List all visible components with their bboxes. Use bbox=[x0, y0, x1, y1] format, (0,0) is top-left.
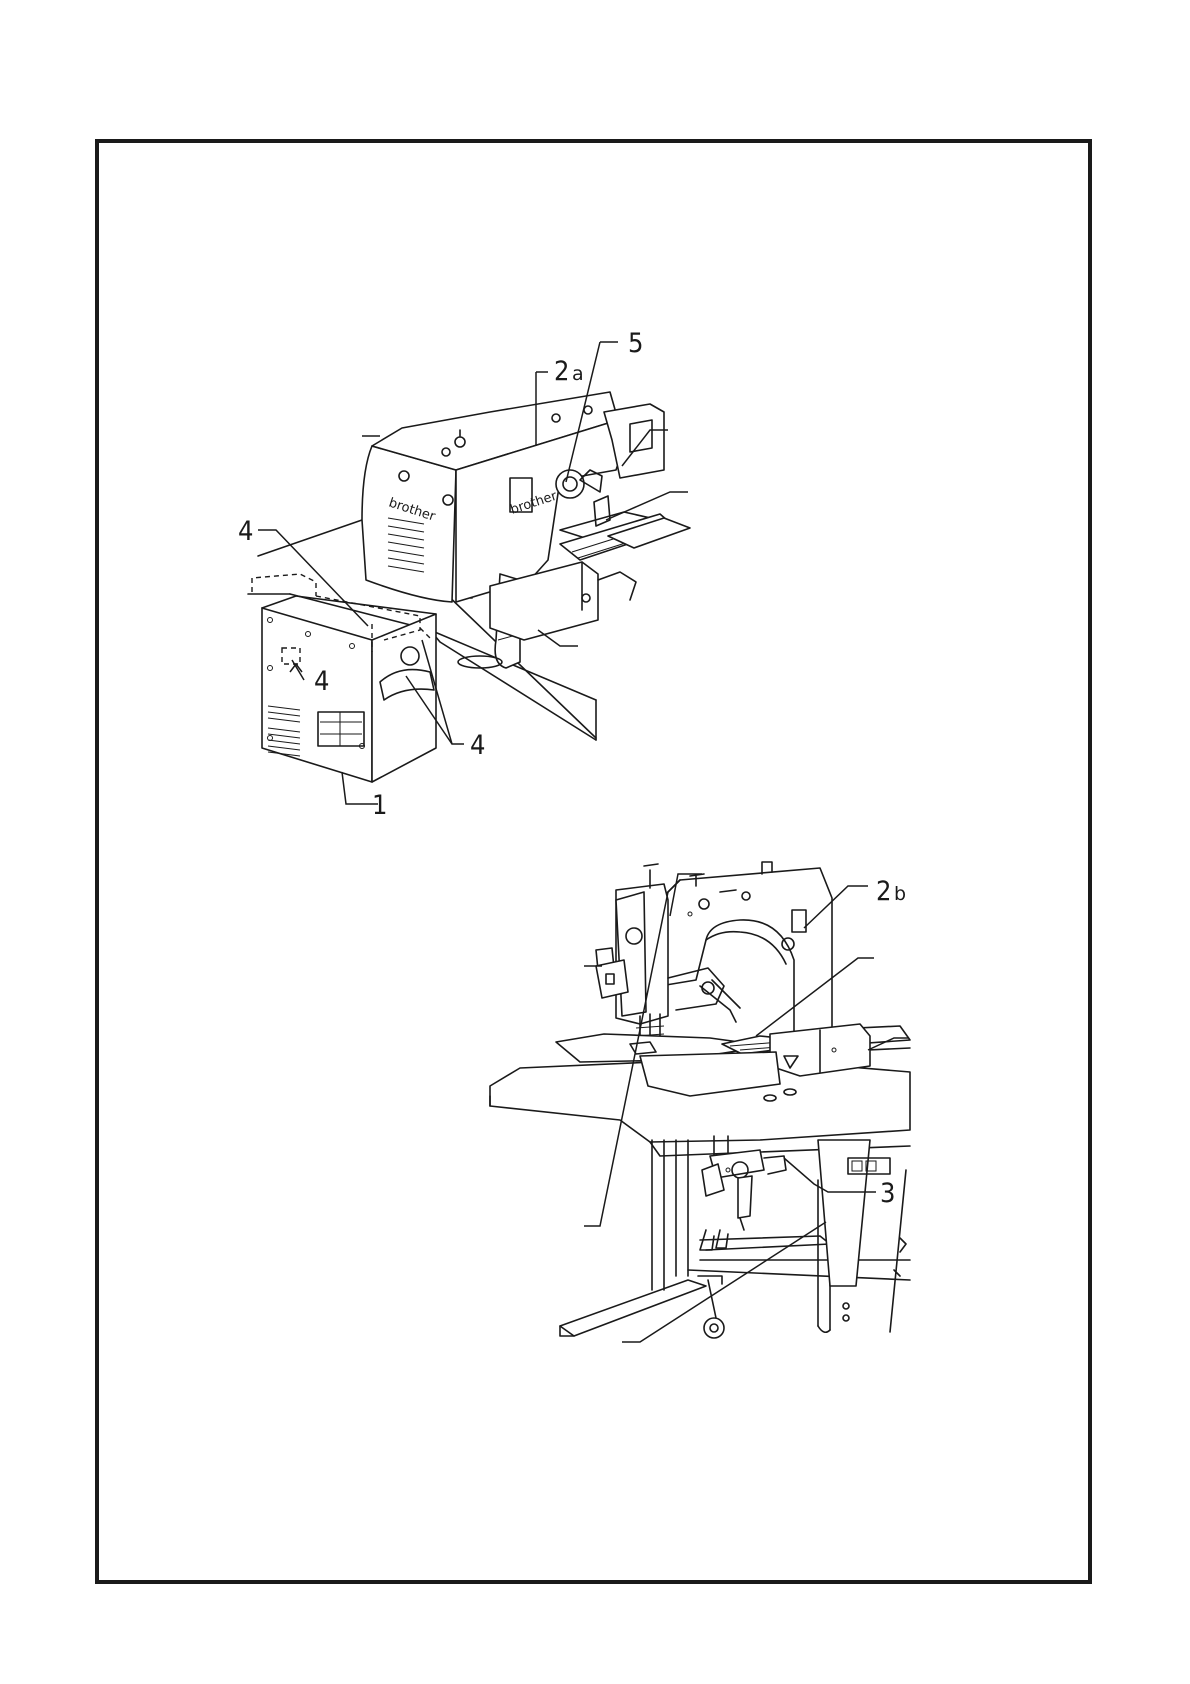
callout-4-left: 4 bbox=[238, 516, 253, 547]
top-machine-figure: brother brother 5 2 a 4 bbox=[0, 0, 1190, 820]
callout-2a-letter: a bbox=[572, 363, 584, 385]
callout-1: 1 bbox=[372, 790, 387, 821]
control-box bbox=[262, 596, 436, 782]
bottom-machine-figure: 2 b 3 bbox=[0, 840, 1190, 1360]
callout-4-mid: 4 bbox=[314, 666, 329, 697]
callout-2a-number: 2 bbox=[554, 356, 569, 387]
callout-2b-number: 2 bbox=[876, 876, 891, 907]
callout-4-low: 4 bbox=[470, 730, 485, 761]
callout-5: 5 bbox=[628, 328, 643, 359]
callout-2b-letter: b bbox=[894, 883, 906, 905]
callout-3: 3 bbox=[880, 1178, 895, 1209]
